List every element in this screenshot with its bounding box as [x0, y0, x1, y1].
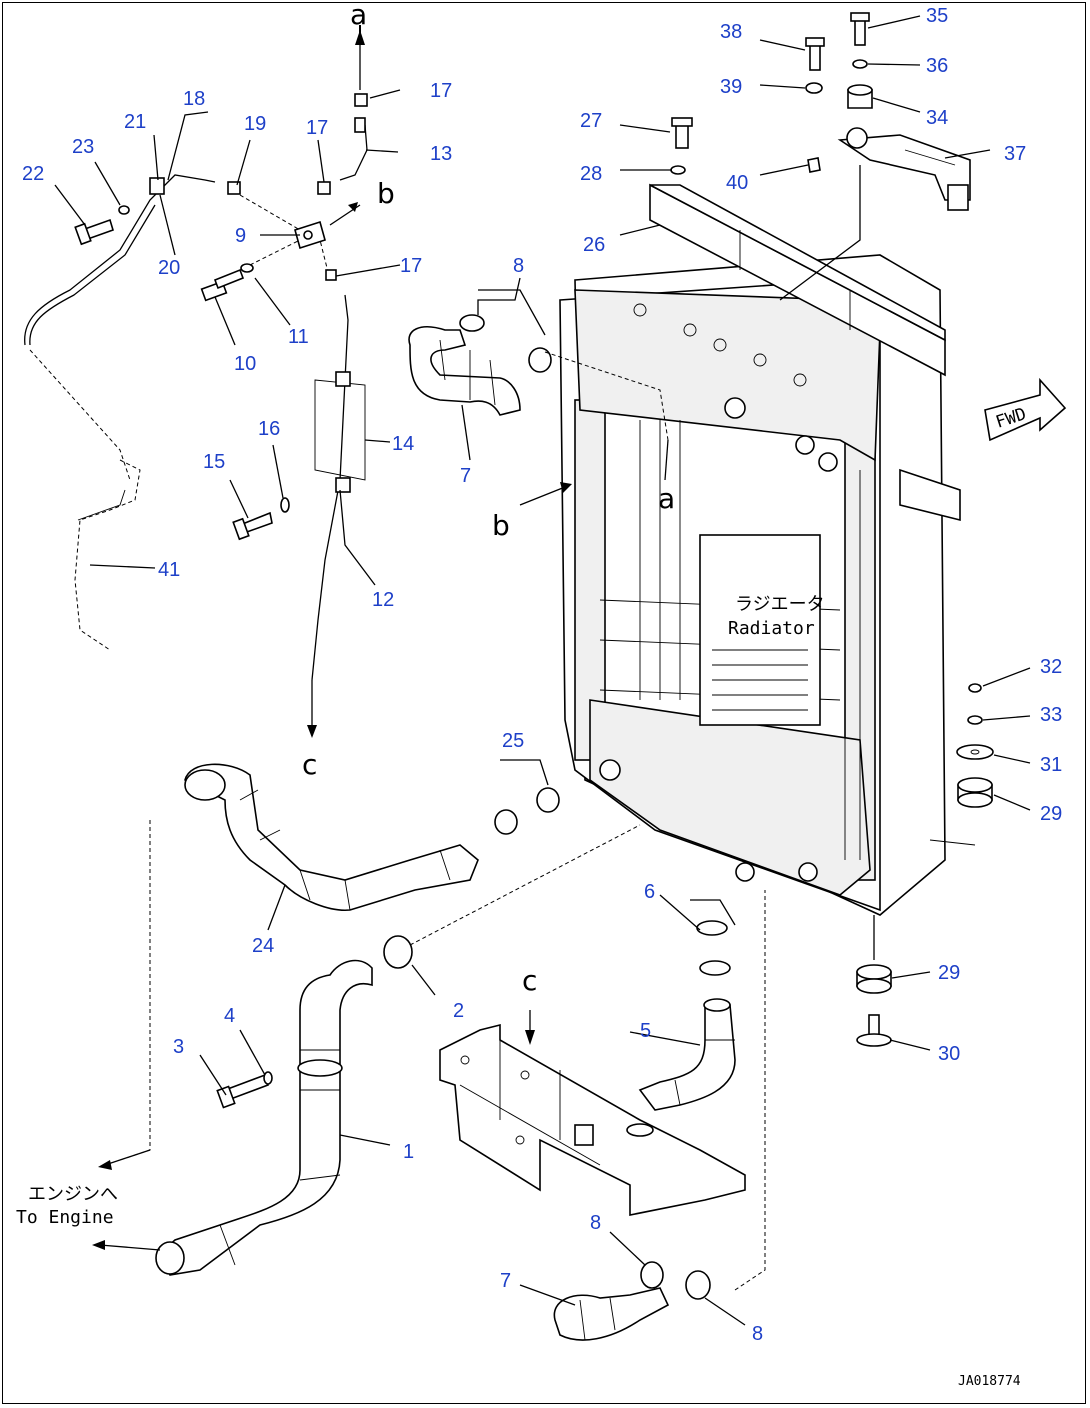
tube-bracket-41 — [74, 459, 141, 651]
callout-15: 15 — [203, 451, 225, 473]
callout-32: 32 — [1040, 656, 1062, 678]
callout-8-lower-right: 8 — [752, 1323, 763, 1345]
marker-c-bottom: c — [522, 964, 537, 997]
hose-5 — [638, 998, 736, 1111]
callout-10: 10 — [234, 353, 256, 375]
hose-lower-7 — [553, 1261, 711, 1341]
callout-31: 31 — [1040, 754, 1062, 776]
callout-25: 25 — [502, 730, 524, 752]
callout-24: 24 — [252, 935, 274, 957]
tube-clamp-14 — [314, 371, 366, 493]
callout-13: 13 — [430, 143, 452, 165]
engine-label-en: To Engine — [16, 1207, 114, 1228]
callout-7-lower: 7 — [500, 1270, 511, 1292]
callout-38: 38 — [720, 21, 742, 43]
callout-22: 22 — [22, 163, 44, 185]
callout-17-low: 17 — [400, 255, 422, 277]
radiator-stay-bracket — [837, 127, 971, 211]
drawing-number: JA018774 — [958, 1374, 1021, 1389]
connection-markers: a a b b c c — [302, 0, 675, 997]
callout-19: 19 — [244, 113, 266, 135]
callout-20: 20 — [158, 257, 180, 279]
hose-1 — [155, 935, 413, 1276]
radiator-label-en: Radiator — [728, 618, 815, 639]
callout-34: 34 — [926, 107, 948, 129]
callout-3: 3 — [173, 1036, 184, 1058]
callout-1: 1 — [403, 1141, 414, 1163]
callout-8-upper: 8 — [513, 255, 524, 277]
callout-41: 41 — [158, 559, 180, 581]
callout-4: 4 — [224, 1005, 235, 1027]
callout-14: 14 — [392, 433, 414, 455]
marker-a-radiator: a — [658, 482, 675, 515]
marker-b-radiator: b — [492, 509, 510, 542]
callout-33: 33 — [1040, 704, 1062, 726]
callout-17-mid: 17 — [306, 117, 328, 139]
angle-bar-part — [649, 165, 946, 377]
callout-35: 35 — [926, 5, 948, 27]
mount-cushions — [856, 683, 994, 1047]
callout-12: 12 — [372, 589, 394, 611]
callout-26: 26 — [583, 234, 605, 256]
callout-18: 18 — [183, 88, 205, 110]
water-pipe-bracket — [439, 1023, 746, 1216]
bolt-15-washer-16 — [232, 497, 290, 541]
hose-upper-7 — [408, 289, 552, 416]
marker-a-top: a — [350, 0, 367, 31]
callout-36: 36 — [926, 55, 948, 77]
marker-c-left: c — [302, 748, 317, 781]
callout-9: 9 — [235, 225, 246, 247]
callout-17-top: 17 — [430, 80, 452, 102]
leader-lines — [54, 15, 1031, 1326]
callout-28: 28 — [580, 163, 602, 185]
callout-29-bottom: 29 — [938, 962, 960, 984]
callout-37: 37 — [1004, 143, 1026, 165]
hardware-bolts-top — [670, 12, 873, 175]
flow-arrows — [92, 25, 669, 1251]
tube-joint-9 — [200, 25, 368, 302]
clip-20-21 — [74, 177, 165, 246]
callout-5: 5 — [640, 1020, 651, 1042]
radiator-core — [559, 254, 976, 916]
bolt-and-washer-left — [216, 1071, 273, 1109]
engine-label-jp: エンジンへ — [28, 1184, 118, 1205]
marker-b-top: b — [377, 177, 395, 210]
radiator-label-jp: ラジエータ — [735, 594, 825, 615]
callout-39: 39 — [720, 76, 742, 98]
callout-29-right: 29 — [1040, 803, 1062, 825]
callout-40: 40 — [726, 172, 748, 194]
callout-30: 30 — [938, 1043, 960, 1065]
hose-24 — [184, 763, 479, 911]
callout-27: 27 — [580, 110, 602, 132]
forward-direction-arrow — [984, 377, 1067, 442]
callout-6: 6 — [644, 881, 655, 903]
callout-23: 23 — [72, 136, 94, 158]
callout-8-lower-left: 8 — [590, 1212, 601, 1234]
callout-21: 21 — [124, 111, 146, 133]
callout-7-upper: 7 — [460, 465, 471, 487]
part-callouts: 1 2 3 4 5 6 7 7 8 8 8 9 10 11 12 13 14 1… — [22, 5, 1062, 1345]
callout-2: 2 — [453, 1000, 464, 1022]
callout-11: 11 — [288, 326, 309, 348]
callout-16: 16 — [258, 418, 280, 440]
